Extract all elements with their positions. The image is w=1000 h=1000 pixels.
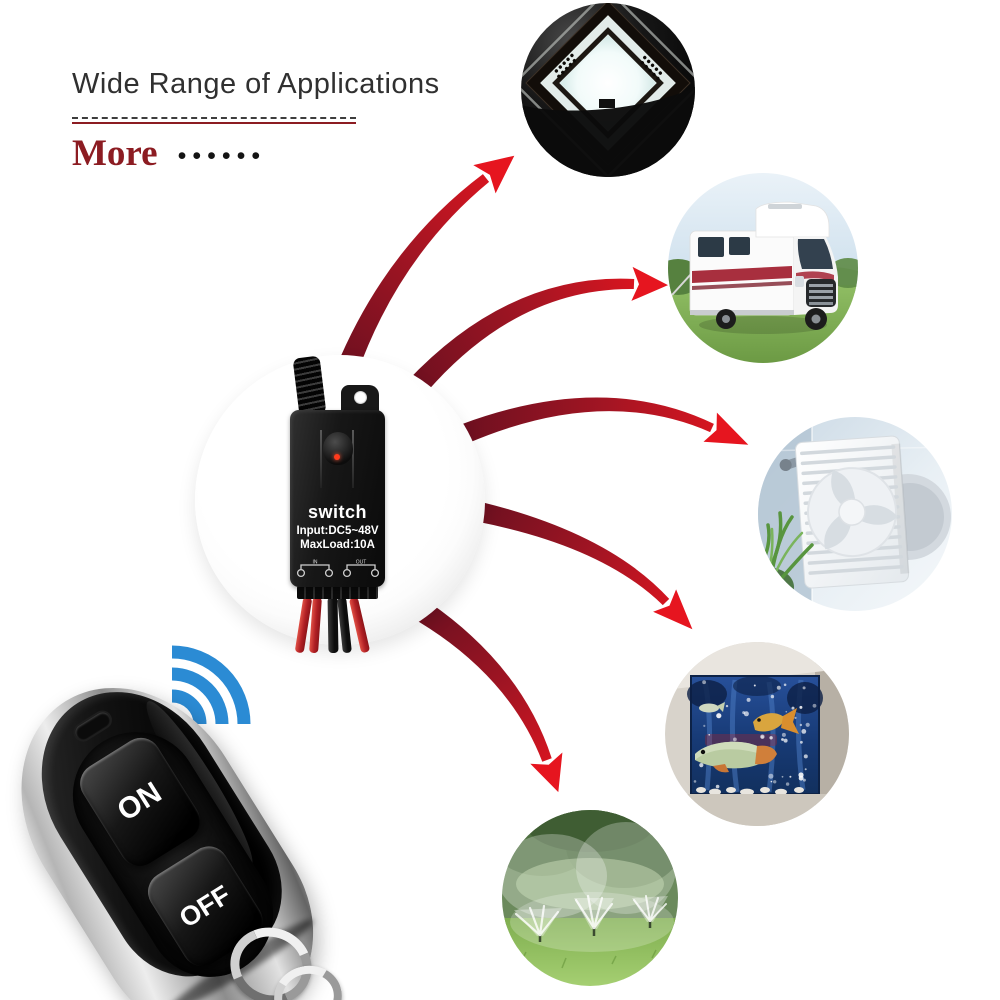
remote-led-window xyxy=(72,709,113,743)
wire-connector-block xyxy=(297,586,378,599)
arrowhead-rv xyxy=(631,266,668,301)
sprinkler-sprays xyxy=(514,894,668,942)
groove-line xyxy=(320,430,322,488)
arrow-sprinkler xyxy=(418,602,552,762)
wire-red xyxy=(348,596,371,654)
sprinkler-photo xyxy=(502,810,678,986)
app-circle-ceiling-light xyxy=(521,3,695,177)
terminal-out-label: OUT xyxy=(355,560,366,566)
arrow-rv xyxy=(405,278,635,398)
arrowhead-fan xyxy=(703,412,749,445)
more-dots: •••••• xyxy=(177,142,267,170)
device-button xyxy=(322,432,353,465)
status-led xyxy=(333,454,340,460)
fish xyxy=(695,702,799,773)
mounting-hole xyxy=(353,391,367,404)
arrowhead-sprinkler xyxy=(530,752,563,793)
title-divider xyxy=(72,117,356,124)
aquarium-photo xyxy=(665,642,849,826)
arrowhead-light xyxy=(473,155,515,194)
mounting-tab xyxy=(341,385,379,413)
exhaust-fan-photo xyxy=(758,417,952,611)
header: Wide Range of Applications More •••••• xyxy=(72,68,440,175)
arrowhead-aquarium xyxy=(653,589,693,630)
device-label: switch xyxy=(307,502,367,522)
antenna-coil xyxy=(292,355,327,417)
terminal-diagram: IN OUT xyxy=(296,560,379,578)
app-circle-rv-motorhome xyxy=(668,173,858,363)
arrow-aquarium xyxy=(477,502,670,606)
wire-black xyxy=(327,596,339,654)
app-circle-garden-sprinkler xyxy=(502,810,678,986)
arrow-light xyxy=(335,174,490,376)
switch-hub-circle: switch Input:DC5~48V MaxLoad:10A IN OUT xyxy=(195,355,485,654)
switch-device: switch Input:DC5~48V MaxLoad:10A IN OUT xyxy=(290,410,385,587)
rv-photo xyxy=(668,173,858,363)
device-input-spec: Input:DC5~48V xyxy=(296,525,379,537)
app-circle-aquarium xyxy=(665,642,849,826)
app-circle-exhaust-fan xyxy=(758,417,952,611)
device-maxload-spec: MaxLoad:10A xyxy=(300,539,375,551)
page-title: Wide Range of Applications xyxy=(72,68,440,100)
groove-line xyxy=(352,430,354,488)
more-label: More xyxy=(72,133,158,174)
arrow-fan xyxy=(460,397,714,444)
ceiling-light-photo xyxy=(521,3,695,177)
terminal-in-label: IN xyxy=(312,560,317,566)
